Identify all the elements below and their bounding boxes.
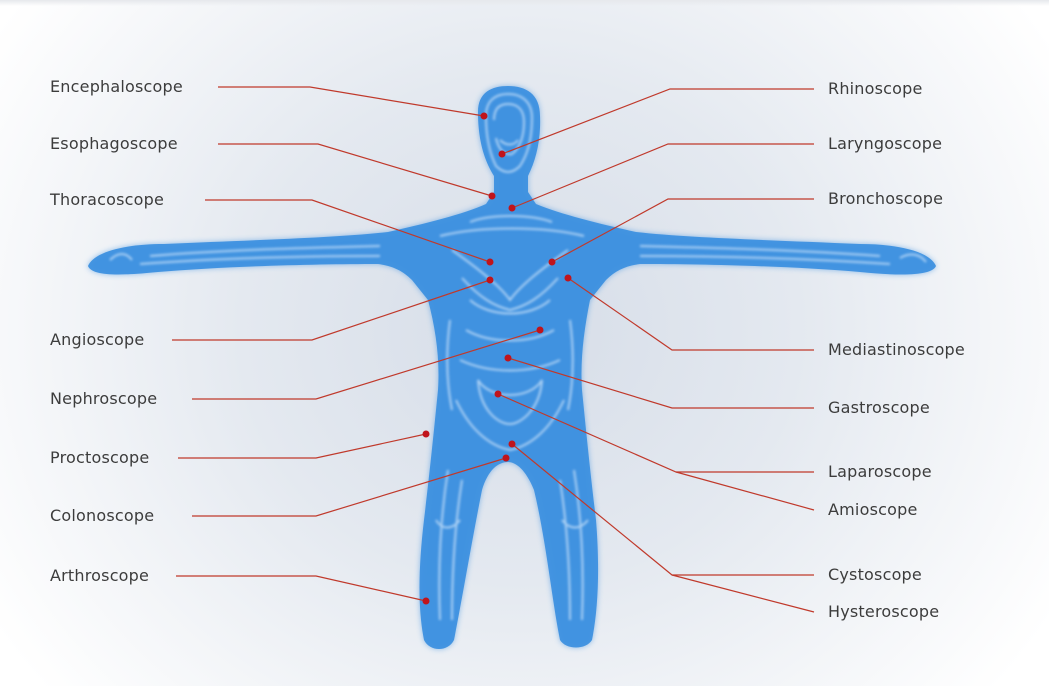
marker-laparoscope[interactable] (495, 391, 502, 398)
marker-esophagoscope[interactable] (489, 193, 496, 200)
label-laparoscope: Laparoscope (828, 462, 932, 482)
label-rhinoscope: Rhinoscope (828, 79, 923, 99)
label-thoracoscope: Thoracoscope (50, 190, 164, 210)
marker-cystoscope[interactable] (509, 441, 516, 448)
leader-hysteroscope (672, 575, 814, 612)
marker-colonoscope[interactable] (503, 455, 510, 462)
label-laryngoscope: Laryngoscope (828, 134, 942, 154)
label-mediastinoscope: Mediastinoscope (828, 340, 965, 360)
label-nephroscope: Nephroscope (50, 389, 157, 409)
label-arthroscope: Arthroscope (50, 566, 149, 586)
marker-angioscope[interactable] (487, 277, 494, 284)
leader-proctoscope (178, 434, 426, 458)
leader-esophagoscope (218, 144, 492, 196)
leader-encephaloscope (218, 87, 484, 116)
marker-mediastinoscope[interactable] (565, 275, 572, 282)
label-esophagoscope: Esophagoscope (50, 134, 178, 154)
label-gastroscope: Gastroscope (828, 398, 930, 418)
leader-arthroscope (176, 576, 426, 601)
label-colonoscope: Colonoscope (50, 506, 154, 526)
marker-arthroscope[interactable] (423, 598, 430, 605)
marker-proctoscope[interactable] (423, 431, 430, 438)
label-hysteroscope: Hysteroscope (828, 602, 939, 622)
leader-mediastinoscope (568, 278, 814, 350)
label-proctoscope: Proctoscope (50, 448, 149, 468)
label-bronchoscope: Bronchoscope (828, 189, 943, 209)
marker-thoracoscope[interactable] (487, 259, 494, 266)
marker-laryngoscope[interactable] (509, 205, 516, 212)
marker-rhinoscope[interactable] (499, 151, 506, 158)
label-angioscope: Angioscope (50, 330, 144, 350)
marker-gastroscope[interactable] (505, 355, 512, 362)
leader-amioscope (676, 472, 814, 510)
human-figure (88, 86, 936, 649)
label-amioscope: Amioscope (828, 500, 918, 520)
marker-nephroscope[interactable] (537, 327, 544, 334)
label-cystoscope: Cystoscope (828, 565, 922, 585)
marker-encephaloscope[interactable] (481, 113, 488, 120)
marker-bronchoscope[interactable] (549, 259, 556, 266)
label-encephaloscope: Encephaloscope (50, 77, 183, 97)
